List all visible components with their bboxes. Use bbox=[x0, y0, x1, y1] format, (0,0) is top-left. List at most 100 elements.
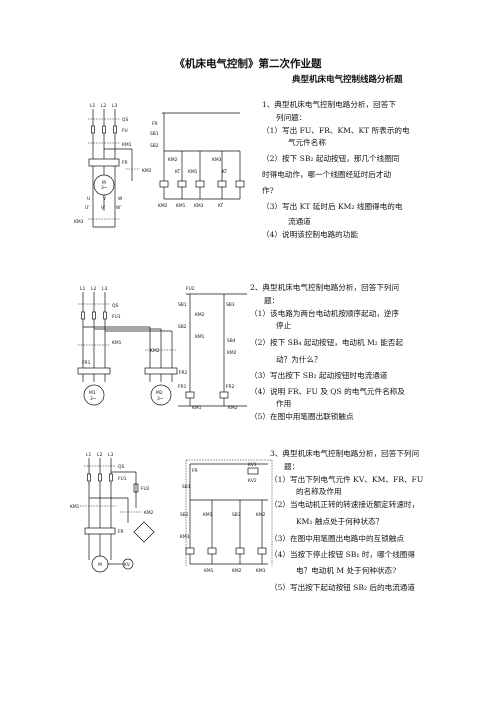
q1-line: （3）写出 KT 延时后 KM₂ 线圈得电的电 bbox=[262, 201, 403, 211]
svg-text:L2: L2 bbox=[97, 452, 102, 458]
svg-text:KM2: KM2 bbox=[142, 168, 152, 174]
svg-text:KM3: KM3 bbox=[74, 219, 84, 225]
svg-text:KM2: KM2 bbox=[227, 350, 237, 356]
svg-text:KM2: KM2 bbox=[195, 312, 205, 318]
q3-text: 3、典型机床电气控制电路分析，回答下列问 题： （1）写出下列电气元件 KV、K… bbox=[270, 448, 423, 595]
q2-circuit-diagram: L1 L2 L3 QS FU1 KM1 KM2 FR1 FR2 M1 3~ M2… bbox=[77, 286, 247, 411]
q3-line: 的名称及作用 bbox=[296, 487, 342, 497]
svg-text:KM1: KM1 bbox=[70, 504, 80, 510]
q2-line: 作用 bbox=[276, 399, 292, 409]
svg-text:SB3: SB3 bbox=[232, 512, 241, 518]
q1-line: 作? bbox=[262, 185, 274, 195]
q1-line: （1）写出 FU、FR、KM、KT 所表示的电 bbox=[262, 125, 410, 135]
svg-text:SB1: SB1 bbox=[182, 484, 191, 490]
page-subtitle: 典型机床电气控制线路分析题 bbox=[292, 75, 403, 85]
svg-text:L1: L1 bbox=[80, 286, 85, 292]
svg-text:W': W' bbox=[116, 205, 122, 211]
svg-text:SB2: SB2 bbox=[180, 512, 189, 518]
svg-text:V': V' bbox=[101, 205, 105, 211]
svg-text:SB4: SB4 bbox=[227, 338, 236, 344]
svg-text:FU: FU bbox=[122, 128, 128, 134]
svg-text:SB1: SB1 bbox=[178, 302, 187, 308]
q1-text: 1、典型机床电气控制电路分析，回答下 列问题： （1）写出 FU、FR、KM、K… bbox=[262, 99, 410, 242]
svg-text:FU2: FU2 bbox=[141, 486, 150, 492]
svg-text:SB2: SB2 bbox=[150, 143, 159, 149]
svg-text:V: V bbox=[103, 196, 106, 202]
svg-text:KM2: KM2 bbox=[168, 157, 178, 163]
svg-text:M: M bbox=[98, 562, 102, 568]
q1-line: （2）按下 SB₂ 起动按钮，那几个线圈同 bbox=[262, 154, 400, 164]
q1-line: 气元件名称 bbox=[288, 138, 326, 148]
q2-line: 题： bbox=[264, 295, 280, 305]
q1-line: （4）说明该控制电路的功能 bbox=[262, 230, 358, 240]
q2-line: （1）该电路为两台电动机按顺序起动，逆序 bbox=[250, 308, 400, 318]
svg-text:L3: L3 bbox=[112, 103, 117, 109]
q1-line: 列问题： bbox=[276, 112, 307, 122]
q3-line: 3、典型机床电气控制电路分析，回答下列问 bbox=[270, 449, 420, 458]
svg-text:SB3: SB3 bbox=[226, 302, 235, 308]
svg-text:QS: QS bbox=[112, 303, 118, 309]
svg-text:KM1: KM1 bbox=[188, 169, 198, 175]
svg-text:KT: KT bbox=[222, 169, 228, 175]
svg-text:FR2: FR2 bbox=[179, 370, 188, 376]
svg-text:M2: M2 bbox=[156, 390, 163, 396]
svg-text:KM1: KM1 bbox=[122, 142, 132, 148]
q1-circuit-diagram: L1 L2 L3 QS FU KM1 FR KM2 M 3~ U V W U' … bbox=[74, 103, 245, 228]
q1-line: 1、典型机床电气控制电路分析，回答下 bbox=[262, 100, 396, 109]
svg-text:KM1: KM1 bbox=[176, 203, 186, 209]
svg-text:KV2: KV2 bbox=[248, 478, 257, 484]
svg-text:KM2: KM2 bbox=[256, 512, 266, 518]
svg-text:U': U' bbox=[85, 205, 89, 211]
q2-line: （4）说明 FR、FU 及 QS 的电气元件名称及 bbox=[250, 386, 405, 396]
q3-line: 题： bbox=[284, 461, 300, 471]
q2-line: 停止 bbox=[276, 321, 292, 331]
svg-text:3~: 3~ bbox=[101, 185, 108, 191]
q2-text: 2、典型机床电气控制电路分析，回答下列问 题： （1）该电路为两台电动机按顺序起… bbox=[250, 282, 405, 424]
svg-text:KV1: KV1 bbox=[248, 462, 257, 468]
svg-text:SB1: SB1 bbox=[150, 131, 159, 137]
svg-text:KV: KV bbox=[124, 562, 130, 568]
svg-text:KM1: KM1 bbox=[195, 334, 205, 340]
q1-line: 时得电动作，哪一个线圈经延时后才动 bbox=[262, 169, 392, 179]
svg-text:KM3: KM3 bbox=[180, 534, 190, 540]
svg-text:3~: 3~ bbox=[157, 396, 164, 402]
svg-text:FU1: FU1 bbox=[118, 476, 127, 482]
svg-text:KT: KT bbox=[175, 169, 181, 175]
svg-text:U: U bbox=[87, 196, 90, 202]
svg-text:KM2: KM2 bbox=[228, 405, 238, 411]
q1-line: 流通道 bbox=[288, 217, 311, 227]
svg-text:KT: KT bbox=[218, 203, 224, 209]
svg-text:L1: L1 bbox=[86, 452, 91, 458]
q3-line: （5）写出按下起动按钮 SB₂ 后的电流通道 bbox=[270, 583, 415, 593]
svg-text:FR2: FR2 bbox=[226, 384, 235, 390]
q2-line: 动？为什么？ bbox=[276, 354, 322, 364]
svg-text:L3: L3 bbox=[108, 452, 113, 458]
svg-text:KM1: KM1 bbox=[192, 405, 202, 411]
svg-text:L2: L2 bbox=[91, 286, 96, 292]
svg-text:KM2: KM2 bbox=[158, 203, 168, 209]
svg-text:L2: L2 bbox=[101, 103, 106, 109]
svg-text:L3: L3 bbox=[102, 286, 107, 292]
svg-text:M1: M1 bbox=[89, 390, 96, 396]
q2-line: （5）在图中用笔圈出联锁触点 bbox=[250, 412, 354, 422]
svg-text:KM2: KM2 bbox=[144, 510, 154, 516]
svg-text:M: M bbox=[102, 180, 106, 186]
svg-text:KM1: KM1 bbox=[204, 568, 214, 574]
svg-text:KM2: KM2 bbox=[232, 568, 242, 574]
q2-line: 2、典型机床电气控制电路分析，回答下列问 bbox=[250, 283, 400, 292]
svg-text:FR1: FR1 bbox=[82, 360, 91, 366]
svg-text:KM2: KM2 bbox=[150, 348, 160, 354]
svg-text:FR: FR bbox=[122, 160, 128, 166]
svg-text:W: W bbox=[118, 196, 123, 202]
q3-line: KM₁ 触点处于何种状态？ bbox=[296, 516, 384, 526]
q3-line: （3）在图中用笔圈出电路中的互锁触点 bbox=[270, 533, 404, 543]
svg-text:FR: FR bbox=[118, 529, 124, 535]
page-title: 《机床电气控制》第二次作业题 bbox=[174, 58, 322, 70]
q3-line: （1）写出下列电气元件 KV、KM、FR、FU bbox=[270, 474, 424, 484]
svg-text:L1: L1 bbox=[90, 103, 95, 109]
svg-text:SB2: SB2 bbox=[178, 324, 187, 330]
svg-text:KM3: KM3 bbox=[212, 157, 222, 163]
q2-line: （2）按下 SB₄ 起动按钮，电动机 M₂ 能否起 bbox=[250, 338, 404, 348]
svg-text:KM1: KM1 bbox=[203, 512, 213, 518]
svg-text:FR: FR bbox=[152, 121, 158, 127]
